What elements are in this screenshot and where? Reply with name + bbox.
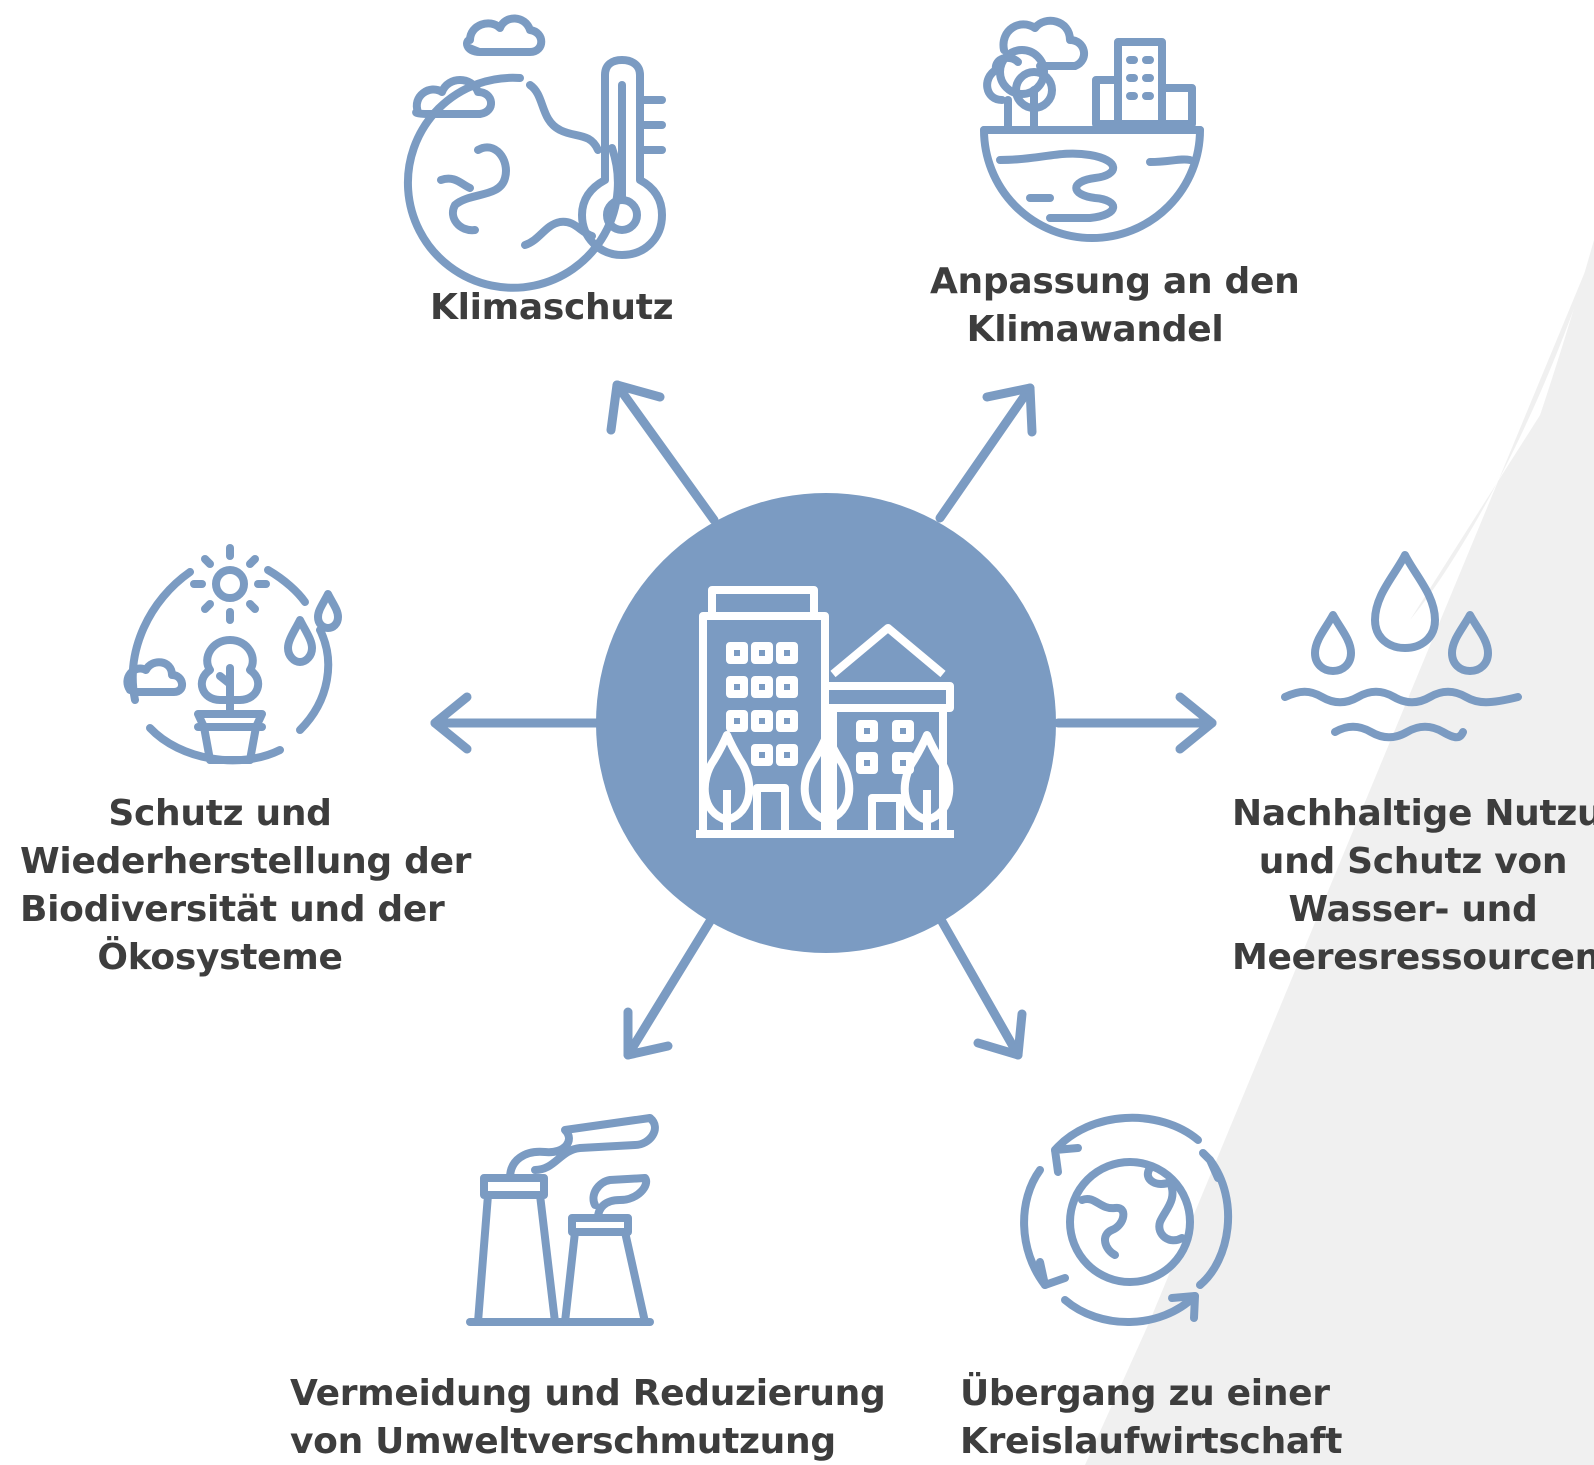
arrow-up-left: [606, 380, 719, 525]
label-line: Kreislaufwirtschaft: [960, 1421, 1343, 1462]
label-umweltverschmutzung: Vermeidung und Reduzierung von Umweltver…: [290, 1370, 886, 1465]
arrow-right: [1053, 692, 1217, 754]
label-line: Klimaschutz: [430, 287, 674, 328]
label-line: Übergang zu einer: [960, 1373, 1330, 1414]
label-line: Wiederherstellung der: [20, 841, 472, 882]
label-line: Meeresressourcen: [1232, 937, 1594, 978]
label-biodiversitaet: Schutz und Wiederherstellung der Biodive…: [20, 790, 472, 982]
label-line: Wasser- und: [1288, 889, 1538, 930]
label-line: Vermeidung und Reduzierung: [290, 1373, 886, 1414]
label-klimaschutz: Klimaschutz: [430, 284, 674, 332]
label-anpassung-klimawandel: Anpassung an den Klimawandel: [930, 258, 1300, 354]
arrow-up-right: [935, 383, 1037, 523]
label-line: Biodiversität und der: [20, 889, 445, 930]
label-line: von Umweltverschmutzung: [290, 1421, 836, 1462]
label-line: Klimawandel: [966, 309, 1224, 350]
arrow-down-right: [935, 913, 1027, 1060]
label-line: Ökosysteme: [97, 937, 343, 978]
label-kreislaufwirtschaft: Übergang zu einer Kreislaufwirtschaft: [960, 1370, 1343, 1465]
label-line: Anpassung an den: [930, 261, 1300, 302]
arrow-down-left: [623, 913, 717, 1060]
label-line: und Schutz von: [1258, 841, 1568, 882]
city-buildings-icon: [696, 586, 954, 838]
label-line: Schutz und: [108, 793, 332, 834]
label-wasser-meeresressourcen: Nachhaltige Nutzung und Schutz von Wasse…: [1232, 790, 1594, 982]
label-line: Nachhaltige Nutzung: [1232, 793, 1594, 834]
arrow-left: [430, 692, 605, 754]
